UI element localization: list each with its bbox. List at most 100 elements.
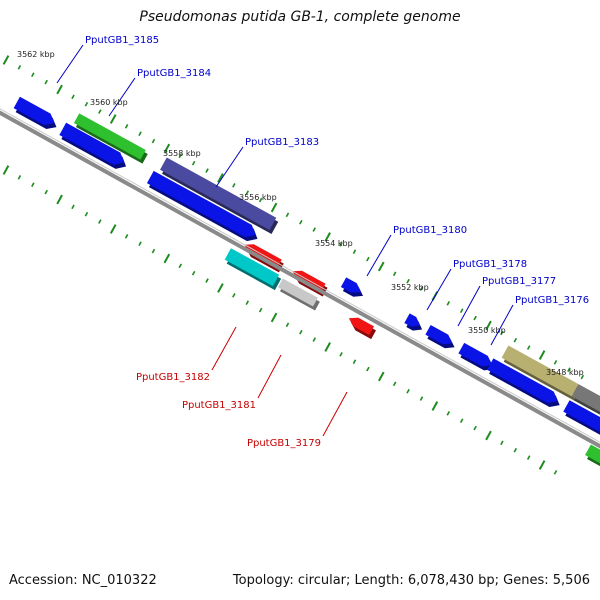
ruler-tick (217, 173, 224, 183)
ruler-tick (151, 138, 156, 144)
ruler-tick (98, 219, 102, 224)
ruler-tick (324, 342, 331, 352)
ruler-tick (71, 94, 75, 100)
accession-text: Accession: NC_010322 (9, 573, 157, 588)
ruler-tick (2, 165, 10, 175)
ruler-tick (406, 278, 410, 284)
ruler-tick (2, 55, 10, 65)
ruler-tick (377, 371, 385, 382)
ruler-tick (270, 312, 278, 323)
ruler-tick (299, 329, 303, 335)
gene-label: PputGB1_3183 (245, 137, 319, 148)
ruler-tick (299, 219, 303, 225)
backbone-highlight (0, 108, 600, 443)
feature-layer (13, 96, 600, 467)
ruler-tick (500, 440, 504, 446)
ruler-tick (553, 360, 558, 365)
ruler-tick (459, 308, 464, 314)
gene-arrow (340, 277, 362, 293)
leader-line (211, 326, 237, 371)
gene-label: PputGB1_3177 (482, 276, 556, 287)
ruler-tick (270, 202, 278, 213)
rna-feature (585, 444, 600, 464)
leader-line (257, 354, 282, 399)
gene-arrow (13, 96, 55, 125)
ruler-tick (138, 131, 142, 137)
ruler-tick (352, 359, 357, 365)
gene-arrow (487, 358, 558, 403)
ruler-tick (245, 190, 250, 196)
gene-arrow (458, 342, 492, 367)
ruler-tick (191, 160, 196, 166)
ruler-tick (191, 270, 196, 276)
ruler-tick (312, 337, 317, 342)
leader-line (490, 304, 514, 346)
topology-summary: Topology: circular; Length: 6,078,430 bp… (232, 573, 590, 588)
ruler-tick (124, 234, 129, 239)
leader-line (457, 285, 481, 327)
ruler-tick (124, 124, 129, 129)
kbp-tick-label: 3548 kbp (546, 368, 584, 377)
label-leader-lines (56, 44, 514, 437)
ruler-tick (339, 352, 343, 357)
leader-line (366, 234, 392, 277)
ruler-tick (366, 256, 370, 262)
ruler-tick (473, 425, 477, 431)
ruler-tick (17, 65, 22, 70)
ruler-tick (513, 337, 518, 343)
ruler-tick (258, 307, 263, 313)
outer-tick-track (2, 55, 585, 380)
ruler-tick (56, 194, 63, 205)
ruler-tick (538, 350, 546, 360)
ruler-tick (205, 278, 209, 283)
gene-arrow (563, 400, 600, 432)
ruler-tick (285, 322, 290, 328)
gene-arrow (425, 324, 453, 345)
gene-feature-cyan (224, 248, 280, 287)
gene-arrow (404, 313, 421, 327)
ruler-tick (232, 183, 236, 188)
ruler-tick (459, 418, 464, 424)
ruler-tick (500, 330, 504, 336)
gene-feature-grey (571, 384, 600, 412)
gene-arrow (146, 170, 256, 238)
gene-feature-olive (501, 345, 579, 397)
ruler-tick (31, 72, 35, 78)
ruler-tick (109, 114, 117, 124)
ruler-tick (419, 396, 424, 401)
ruler-tick (84, 211, 89, 217)
ruler-tick (44, 79, 48, 85)
gene-label: PputGB1_3181 (182, 400, 256, 411)
ruler-tick (392, 381, 397, 387)
kbp-tick-label: 3554 kbp (315, 239, 353, 248)
gene-label: PputGB1_3184 (137, 68, 211, 79)
ruler-tick (178, 263, 182, 269)
ruler-tick (71, 204, 75, 210)
ruler-tick (580, 374, 585, 380)
backbone-layer (0, 108, 600, 449)
map-title: Pseudomonas putida GB-1, complete genome (139, 9, 461, 25)
kbp-tick-label: 3558 kbp (163, 149, 201, 158)
leader-line (56, 44, 84, 84)
ruler-tick (151, 248, 156, 254)
ruler-tick (538, 460, 546, 470)
gene-label: PputGB1_3180 (393, 225, 467, 236)
gene-feature-dark (160, 157, 277, 231)
ruler-tick (366, 366, 370, 372)
ruler-tick (245, 300, 250, 306)
ruler-tick (431, 401, 439, 411)
ruler-tick (98, 109, 102, 114)
ruler-tick (352, 249, 357, 255)
leader-line (215, 146, 244, 188)
ruler-tick (17, 175, 22, 180)
kbp-tick-label: 3556 kbp (239, 193, 277, 202)
ruler-tick (485, 430, 492, 441)
leader-line (426, 268, 452, 311)
rna-feature (73, 113, 146, 160)
ruler-tick (473, 315, 477, 321)
ruler-tick (56, 84, 63, 95)
ruler-tick (163, 143, 171, 154)
kbp-tick-label: 3552 kbp (391, 283, 429, 292)
